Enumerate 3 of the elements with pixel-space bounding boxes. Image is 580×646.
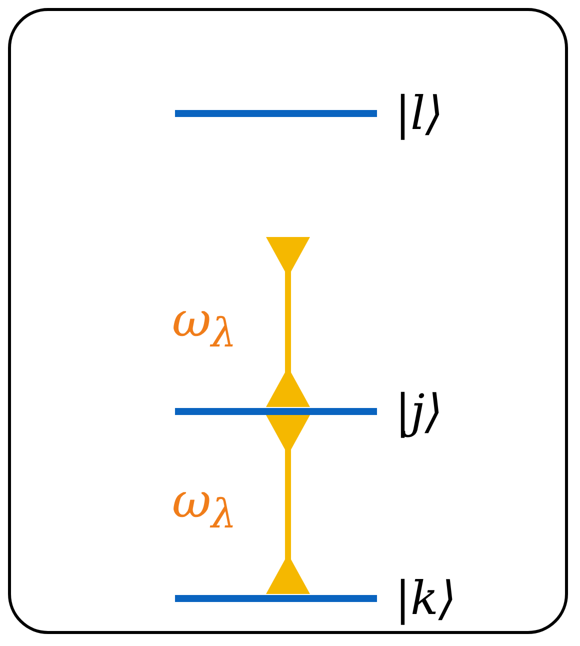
transition-arrow — [266, 237, 310, 407]
panel-frame — [8, 8, 568, 634]
transition-arrow — [266, 415, 310, 594]
